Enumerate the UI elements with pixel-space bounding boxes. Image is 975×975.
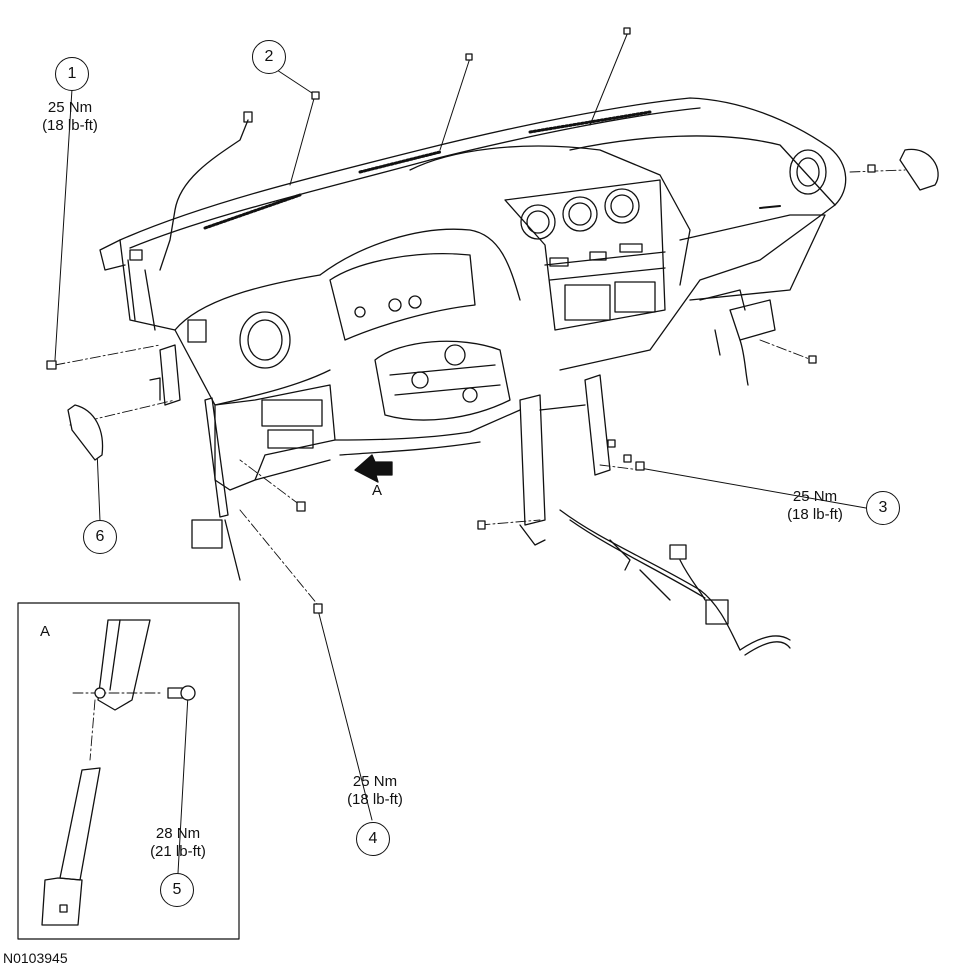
view-a-arrow — [354, 454, 393, 483]
detail-view-inset — [17, 602, 240, 940]
callout-4-torque-nm: 25 Nm — [352, 773, 398, 790]
support-bracket-and-harness — [519, 289, 791, 656]
figure-id: N0103945 — [3, 950, 68, 966]
callout-3-badge: 3 — [866, 491, 900, 525]
left-support-post — [191, 397, 241, 581]
right-end-cap — [899, 148, 939, 191]
antenna-cable — [159, 111, 253, 271]
callout-2-badge: 2 — [252, 40, 286, 74]
callout-4-badge: 4 — [356, 822, 390, 856]
callout-5-torque-nm: 28 Nm — [155, 825, 201, 842]
callout-3-torque-nm: 25 Nm — [792, 488, 838, 505]
callout-1-torque-nm: 25 Nm — [47, 99, 93, 116]
callout-5-torque-lbft: (21 lb-ft) — [150, 843, 206, 860]
fastener-axes — [54, 169, 906, 761]
view-a-label: A — [372, 482, 383, 499]
callout-1-badge: 1 — [55, 57, 89, 91]
callout-4-torque-lbft: (18 lb-ft) — [347, 791, 403, 808]
inset-view-label: A — [40, 623, 51, 640]
callout-3-torque-lbft: (18 lb-ft) — [787, 506, 843, 523]
leader-lines — [54, 31, 867, 874]
callout-1-torque-lbft: (18 lb-ft) — [42, 117, 98, 134]
instrument-panel-body — [99, 97, 847, 491]
callout-5-badge: 5 — [160, 873, 194, 907]
fastener-bolts — [46, 27, 876, 614]
callout-6-badge: 6 — [83, 520, 117, 554]
left-end-cap — [67, 404, 104, 461]
